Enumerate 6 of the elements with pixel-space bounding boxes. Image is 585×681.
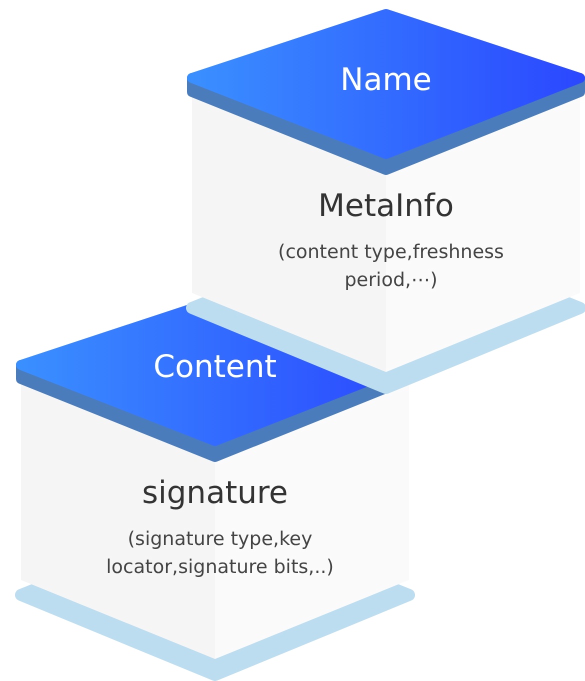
cube-heading: MetaInfo [317,187,455,226]
cube-heading: signature [140,474,290,513]
cube-description: (signature type,key locator,signature bits,..) [105,527,335,580]
cube-title: Content [152,348,278,387]
cube-title: Name [339,61,433,100]
cube-description: (content type,freshness period,⋯) [277,240,505,293]
